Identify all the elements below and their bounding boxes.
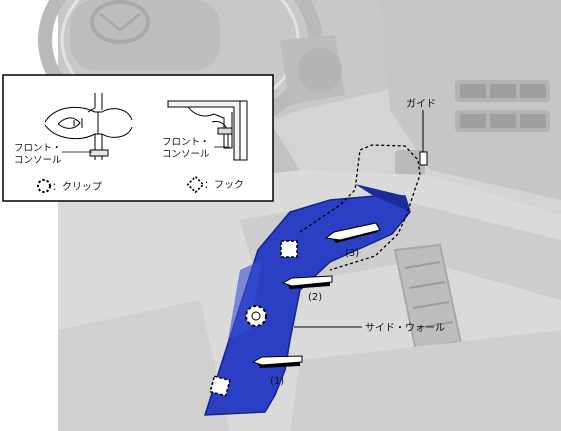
inset-clip-label-line2: コンソール [14, 155, 62, 166]
legend-hook-text: ：フック [204, 179, 244, 191]
hook-detail-drawing [167, 100, 248, 161]
legend-clip-text: ：クリップ [52, 181, 102, 193]
side-wall-label: サイド・ウォール [365, 322, 445, 334]
panel-hook-marker-upper [280, 240, 298, 258]
inset-clip-label-line1: フロント・ [14, 143, 62, 154]
guide-label: ガイド [406, 98, 436, 110]
panel-hook-marker-lower [209, 375, 231, 397]
detail-inset: フロント・ コンソール フロント・ コンソール ：クリップ ：フック [2, 74, 274, 202]
guide-outline [299, 144, 421, 271]
panel-clip-marker [245, 305, 267, 327]
guide-tab [419, 151, 428, 166]
step-label-2: (2) [308, 292, 322, 303]
step-label-3: (3) [345, 248, 359, 259]
inset-hook-label-line2: コンソール [162, 149, 210, 160]
step-arrow-1 [251, 355, 303, 368]
hook-legend-icon [186, 175, 205, 194]
step-arrow-3 [324, 222, 381, 243]
step-arrow-2 [281, 275, 333, 289]
clip-detail-drawing [44, 93, 133, 160]
step-label-1: (1) [270, 376, 284, 387]
inset-hook-label-line1: フロント・ [162, 137, 210, 148]
clip-legend-icon [37, 179, 51, 193]
